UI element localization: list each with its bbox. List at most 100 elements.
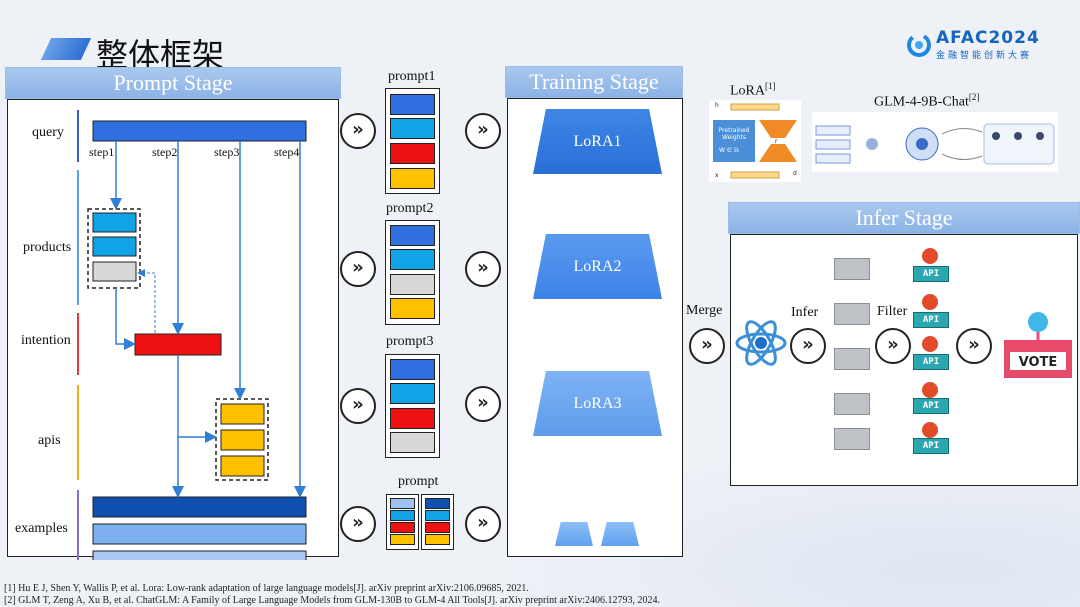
prompt-mini-cell xyxy=(390,510,415,521)
infer-label: Infer xyxy=(791,305,819,320)
api-laptop-icon: API xyxy=(913,438,949,454)
afac-logo: AFAC2024 金融智能创新大赛 xyxy=(906,28,1040,61)
products-dashed-group xyxy=(87,208,141,289)
vote-box-icon xyxy=(1004,312,1072,378)
step2-label: step2 xyxy=(152,145,178,159)
lora-extra-block xyxy=(555,522,593,546)
infer-arrow-icon: » xyxy=(790,328,826,364)
training-stage-header: Training Stage xyxy=(505,66,683,98)
glm-diagram-icon xyxy=(815,123,1055,165)
logo-sub-text: 金融智能创新大赛 xyxy=(936,51,1033,61)
gray-laptop-icon xyxy=(834,393,870,415)
lora-x-text: x xyxy=(715,172,719,179)
step4-label: step4 xyxy=(274,145,300,159)
lora-ref-citation: [1] xyxy=(765,81,776,91)
api-laptop-icon: API xyxy=(913,312,949,328)
gear-icon xyxy=(922,382,938,398)
lora-d-text: d xyxy=(793,170,797,177)
next-arrow-icon: » xyxy=(340,388,376,424)
lora1-block: LoRA1 xyxy=(533,109,662,174)
lora-r-text: r xyxy=(775,138,778,145)
gray-laptop-icon xyxy=(834,258,870,280)
prompt-mini-cell xyxy=(390,522,415,533)
glm-ref-label: GLM-4-9B-Chat xyxy=(874,94,969,110)
prompt2-cell-apis xyxy=(390,298,435,319)
prompt-mini-cell xyxy=(425,510,450,521)
next-arrow-icon: » xyxy=(465,251,501,287)
lora-pretrained-text: Pretrained Weights xyxy=(718,127,750,141)
infer-stage-header: Infer Stage xyxy=(728,202,1080,234)
prompt-stage-flow-diagram xyxy=(77,110,307,560)
examples-bar-3 xyxy=(92,550,307,560)
step1-label: step1 xyxy=(89,145,115,159)
filter-label: Filter xyxy=(877,304,908,319)
intention-feedback-arrow xyxy=(137,269,156,333)
prompt1-cell-intention xyxy=(390,143,435,164)
api-laptop-icon: API xyxy=(913,266,949,282)
prompt-label: prompt xyxy=(398,474,439,489)
gear-icon xyxy=(922,336,938,352)
next-arrow-icon: » xyxy=(340,113,376,149)
footnote-2: [2] GLM T, Zeng A, Xu B, et al. ChatGLM:… xyxy=(4,595,660,606)
prompt-stage-header: Prompt Stage xyxy=(5,67,341,99)
prompt1-cell-products xyxy=(390,118,435,139)
prompt-mini-cell xyxy=(425,498,450,509)
examples-bar-1 xyxy=(92,496,307,518)
api-laptop-icon: API xyxy=(913,398,949,414)
row-label-intention: intention xyxy=(21,333,71,348)
next-arrow-icon: » xyxy=(340,506,376,542)
next-arrow-icon: » xyxy=(465,506,501,542)
prompt1-stack xyxy=(385,88,440,194)
prompt3-cell-apis-empty xyxy=(390,432,435,453)
lora-h-text: h xyxy=(715,102,719,109)
lora-ref-label: LoRA xyxy=(730,83,765,99)
row-label-query: query xyxy=(32,125,64,140)
prompt3-cell-intention xyxy=(390,408,435,429)
prompt3-label: prompt3 xyxy=(386,334,434,349)
prompt-mini-cell xyxy=(425,534,450,545)
prompt-mini-cell xyxy=(390,498,415,509)
products-cell-1 xyxy=(92,212,137,233)
prompt2-cell-products xyxy=(390,249,435,270)
logo-main-text: AFAC2024 xyxy=(936,28,1040,48)
gray-laptop-icon xyxy=(834,348,870,370)
apis-cell-1 xyxy=(220,403,265,425)
glm-ref-title: GLM-4-9B-Chat[2] xyxy=(874,92,979,111)
api-laptop-icon: API xyxy=(913,354,949,370)
row-label-apis: apis xyxy=(38,433,61,448)
row-label-examples: examples xyxy=(15,521,68,536)
vote-arrow-icon: » xyxy=(956,328,992,364)
merge-label: Merge xyxy=(686,303,723,318)
prompt-stack-right xyxy=(421,494,454,550)
apis-cell-2 xyxy=(220,429,265,451)
prompt3-stack xyxy=(385,354,440,458)
vote-label: VOTE xyxy=(1018,355,1058,370)
lora-extra-block xyxy=(601,522,639,546)
prompt2-label: prompt2 xyxy=(386,201,434,216)
prompt2-stack xyxy=(385,220,440,325)
prompt3-cell-products xyxy=(390,383,435,404)
prompt-stack-left xyxy=(386,494,419,550)
examples-bar-2 xyxy=(92,523,307,545)
gear-icon xyxy=(922,248,938,264)
next-arrow-icon: » xyxy=(340,251,376,287)
prompt3-cell-query xyxy=(390,359,435,380)
prompt1-label: prompt1 xyxy=(388,69,436,84)
gray-laptop-icon xyxy=(834,303,870,325)
prompt-mini-cell xyxy=(390,534,415,545)
row-label-products: products xyxy=(23,240,72,255)
products-cell-3 xyxy=(92,261,137,282)
filter-arrow-icon: » xyxy=(875,328,911,364)
lora-figure: Pretrained Weights W ∈ ℝ h x r d xyxy=(709,100,801,182)
apis-cell-3 xyxy=(220,455,265,477)
next-arrow-icon: » xyxy=(465,113,501,149)
next-arrow-icon: » xyxy=(465,386,501,422)
prompt1-cell-query xyxy=(390,94,435,115)
atom-icon xyxy=(735,320,787,366)
prompt1-cell-apis xyxy=(390,168,435,189)
query-bar xyxy=(92,120,307,142)
prompt2-cell-query xyxy=(390,225,435,246)
lora-ref-title: LoRA[1] xyxy=(730,81,776,100)
step1-to-intention-arrow xyxy=(115,288,136,350)
step3-label: step3 xyxy=(214,145,240,159)
